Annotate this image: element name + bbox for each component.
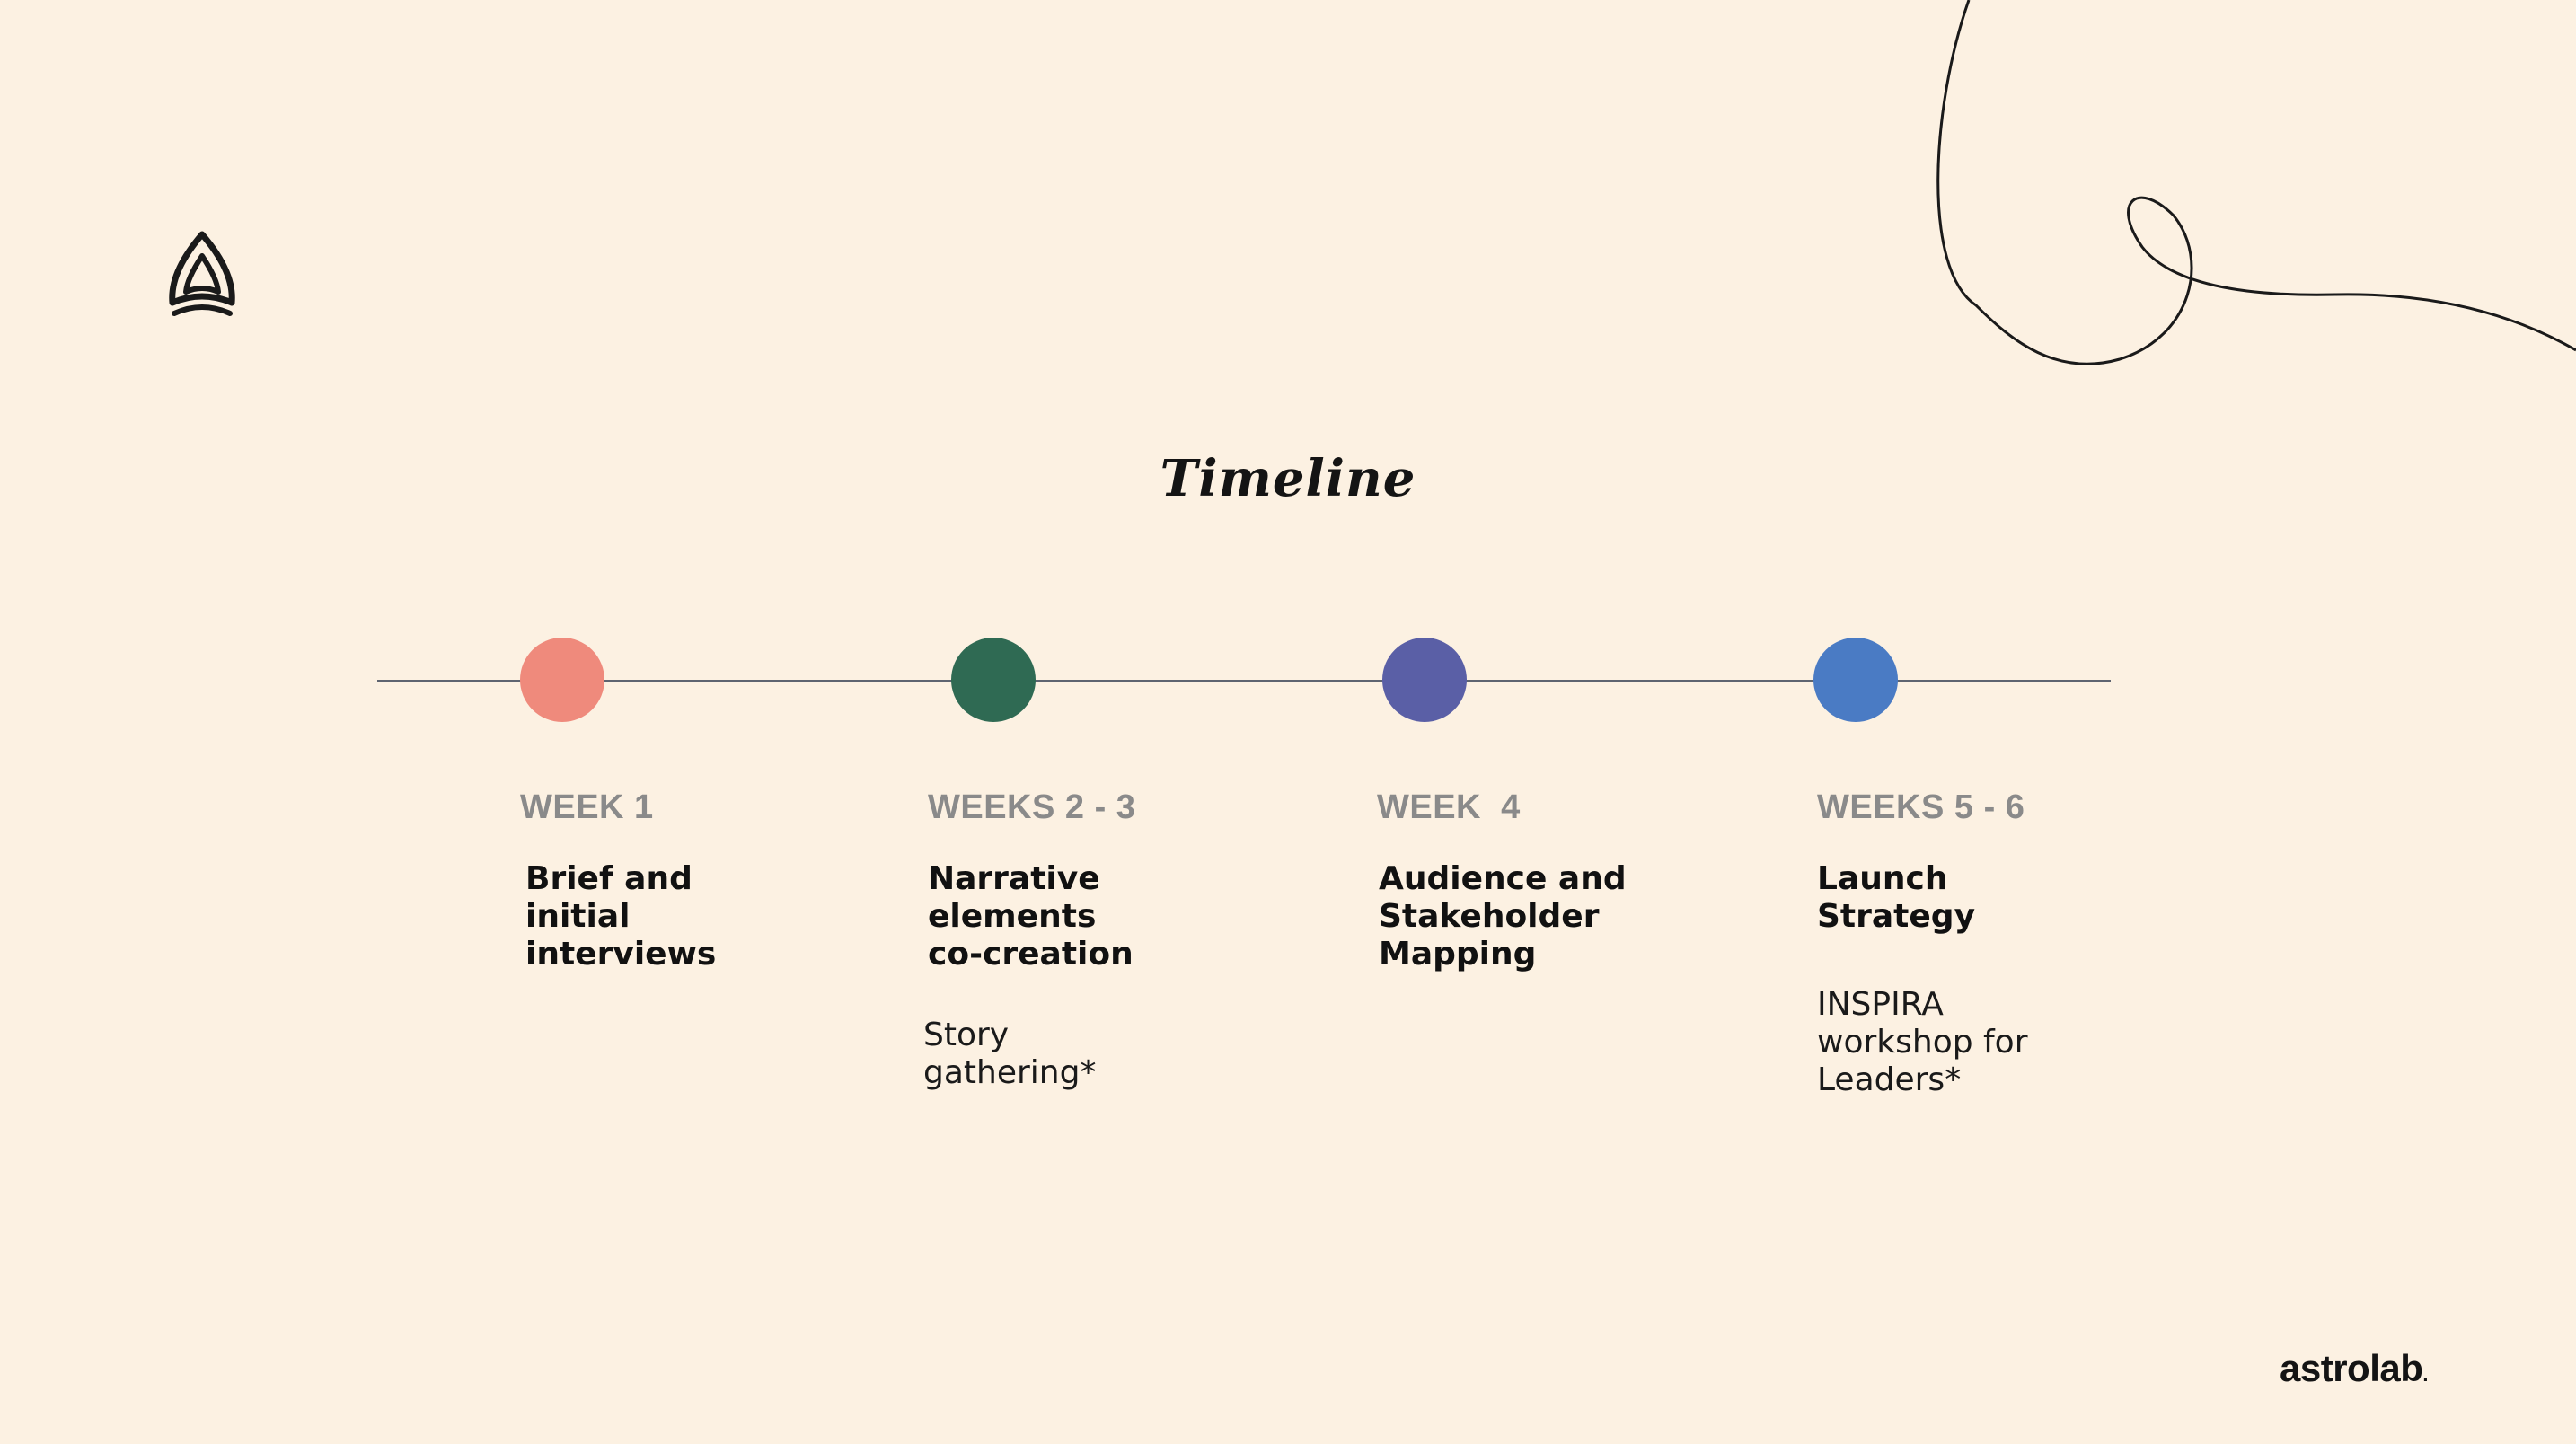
brand-name: astrolab <box>2279 1347 2423 1389</box>
arch-logo-icon <box>169 231 235 316</box>
week-label: WEEK 1 <box>520 788 654 826</box>
week-label: WEEKS 2 - 3 <box>928 788 1136 826</box>
timeline-node-weeks-5-6 <box>1813 638 1898 722</box>
phase-note: INSPIRA workshop for Leaders* <box>1817 986 2028 1098</box>
timeline-node-week-1 <box>520 638 604 722</box>
timeline-line <box>377 680 2111 682</box>
brand-dot: . <box>2422 1363 2428 1386</box>
brand-wordmark: astrolab. <box>2280 1347 2428 1390</box>
timeline-node-weeks-2-3 <box>951 638 1036 722</box>
phase-title: Brief and initial interviews <box>525 860 717 973</box>
phase-title: Audience and Stakeholder Mapping <box>1379 860 1627 973</box>
phase-note: Story gathering* <box>923 1017 1097 1091</box>
week-label: WEEK 4 <box>1377 788 1521 826</box>
page-title: Timeline <box>1160 449 1416 508</box>
phase-title: Launch Strategy <box>1817 860 1976 935</box>
week-label: WEEKS 5 - 6 <box>1817 788 2025 826</box>
timeline-node-week-4 <box>1382 638 1467 722</box>
phase-title: Narrative elements co-creation <box>928 860 1134 973</box>
